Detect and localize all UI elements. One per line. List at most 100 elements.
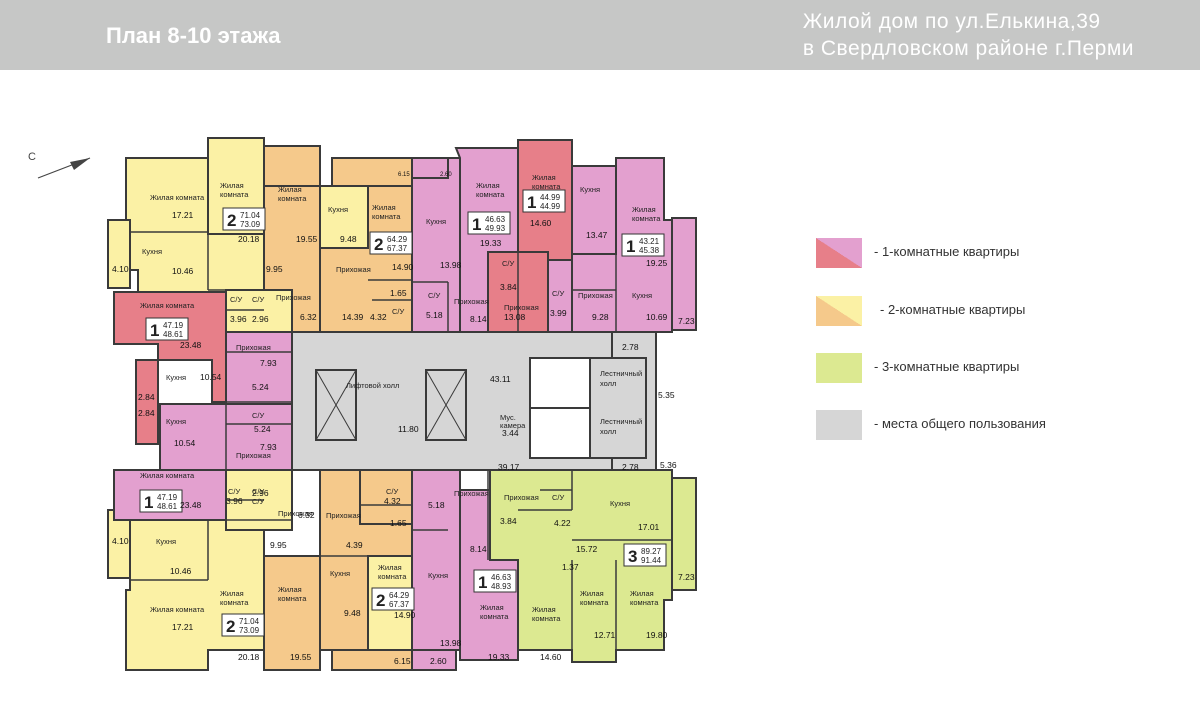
address-line-1: Жилой дом по ул.Елькина,39 bbox=[802, 10, 1101, 33]
svg-text:1: 1 bbox=[478, 573, 487, 592]
svg-text:С/У: С/У bbox=[252, 487, 265, 496]
svg-text:С/У: С/У bbox=[552, 289, 565, 298]
room-labels: Жилая комната Жилая комната Жилая комнат… bbox=[140, 173, 661, 623]
svg-text:48.61: 48.61 bbox=[157, 502, 178, 511]
svg-text:холл: холл bbox=[600, 379, 616, 388]
svg-text:14.90: 14.90 bbox=[394, 610, 416, 620]
svg-text:Прихожая: Прихожая bbox=[236, 343, 271, 352]
svg-text:2.96: 2.96 bbox=[252, 488, 269, 498]
svg-text:4.10: 4.10 bbox=[112, 536, 129, 546]
svg-text:6.15: 6.15 bbox=[398, 172, 410, 178]
svg-text:44.99: 44.99 bbox=[540, 202, 561, 211]
svg-text:17.21: 17.21 bbox=[172, 622, 194, 632]
svg-text:15.72: 15.72 bbox=[576, 544, 598, 554]
svg-text:С/У: С/У bbox=[252, 497, 265, 506]
svg-text:комната: комната bbox=[630, 598, 659, 607]
compass-label: С bbox=[28, 151, 36, 163]
legend-common: - места общего пользования bbox=[816, 410, 1116, 442]
svg-text:89.27: 89.27 bbox=[641, 547, 662, 556]
svg-text:73.09: 73.09 bbox=[240, 220, 261, 229]
svg-text:19.55: 19.55 bbox=[290, 652, 312, 662]
svg-text:13.08: 13.08 bbox=[504, 312, 526, 322]
stairs-1 bbox=[529, 357, 591, 409]
svg-text:4.22: 4.22 bbox=[554, 518, 571, 528]
page-title: План 8-10 этажа bbox=[106, 23, 281, 48]
svg-text:комната: комната bbox=[632, 214, 661, 223]
svg-text:6.32: 6.32 bbox=[300, 312, 317, 322]
legend-swatch-two-room bbox=[816, 296, 862, 326]
svg-text:48.93: 48.93 bbox=[491, 582, 512, 591]
svg-text:9.95: 9.95 bbox=[270, 540, 287, 550]
svg-text:11.80: 11.80 bbox=[398, 424, 419, 434]
svg-text:Прихожая: Прихожая bbox=[336, 265, 371, 274]
apt-br1 bbox=[489, 469, 673, 663]
svg-text:Кухня: Кухня bbox=[330, 569, 350, 578]
svg-text:2: 2 bbox=[226, 617, 235, 636]
svg-text:Жилая: Жилая bbox=[220, 589, 244, 598]
svg-text:4.39: 4.39 bbox=[346, 540, 363, 550]
svg-text:4.32: 4.32 bbox=[384, 496, 401, 506]
header-bar: План 8-10 этажа Жилой дом по ул.Елькина,… bbox=[0, 0, 1200, 70]
svg-text:3.44: 3.44 bbox=[502, 428, 519, 438]
svg-text:1: 1 bbox=[144, 493, 153, 512]
svg-text:1.65: 1.65 bbox=[390, 518, 407, 528]
svg-text:2: 2 bbox=[374, 235, 383, 254]
legend-label-two-room: - 2-комнатные квартиры bbox=[880, 302, 1026, 317]
svg-text:Кухня: Кухня bbox=[610, 499, 630, 508]
svg-text:1: 1 bbox=[150, 321, 159, 340]
svg-text:9.48: 9.48 bbox=[340, 234, 357, 244]
svg-text:комната: комната bbox=[480, 612, 509, 621]
svg-text:комната: комната bbox=[378, 572, 407, 581]
svg-text:64.29: 64.29 bbox=[389, 591, 410, 600]
svg-text:71.04: 71.04 bbox=[240, 211, 261, 220]
svg-text:17.21: 17.21 bbox=[172, 210, 194, 220]
svg-text:91.44: 91.44 bbox=[641, 556, 662, 565]
stairs-2 bbox=[529, 407, 591, 459]
svg-text:комната: комната bbox=[532, 182, 561, 191]
svg-text:Прихожая: Прихожая bbox=[578, 291, 613, 300]
legend-label-three-room: - 3-комнатные квартиры bbox=[874, 359, 1020, 374]
svg-text:1.65: 1.65 bbox=[390, 288, 407, 298]
svg-text:3.84: 3.84 bbox=[500, 282, 517, 292]
svg-text:С/У: С/У bbox=[386, 487, 399, 496]
svg-text:2.78: 2.78 bbox=[622, 342, 639, 352]
svg-text:2: 2 bbox=[376, 591, 385, 610]
svg-text:19.25: 19.25 bbox=[646, 258, 668, 268]
svg-text:3.84: 3.84 bbox=[500, 516, 517, 526]
legend-label-one-room: - 1-комнатные квартиры bbox=[874, 244, 1020, 259]
svg-text:комната: комната bbox=[476, 190, 505, 199]
svg-text:7.23: 7.23 bbox=[678, 316, 695, 326]
svg-text:Кухня: Кухня bbox=[166, 373, 186, 382]
svg-text:камера: камера bbox=[500, 421, 526, 430]
svg-text:комната: комната bbox=[372, 212, 401, 221]
svg-text:Жилая: Жилая bbox=[630, 589, 654, 598]
svg-text:20.18: 20.18 bbox=[238, 652, 260, 662]
legend-swatch-common bbox=[816, 410, 862, 440]
svg-text:5.36: 5.36 bbox=[660, 460, 677, 470]
svg-text:3.99: 3.99 bbox=[550, 308, 567, 318]
svg-text:Кухня: Кухня bbox=[142, 247, 162, 256]
svg-text:Жилая: Жилая bbox=[580, 589, 604, 598]
svg-text:Лифтовой холл: Лифтовой холл bbox=[346, 381, 399, 390]
svg-text:10.46: 10.46 bbox=[170, 566, 192, 576]
legend-three-room: - 3-комнатные квартиры bbox=[816, 353, 1116, 385]
svg-text:9.48: 9.48 bbox=[344, 608, 361, 618]
address-block: Жилой дом по ул.Елькина,39 в Свердловско… bbox=[803, 8, 1134, 62]
svg-text:Жилая: Жилая bbox=[532, 173, 556, 182]
svg-text:3.96: 3.96 bbox=[230, 314, 247, 324]
svg-text:Жилая: Жилая bbox=[632, 205, 656, 214]
svg-text:2.60: 2.60 bbox=[440, 172, 452, 178]
svg-text:14.39: 14.39 bbox=[342, 312, 364, 322]
svg-text:10.69: 10.69 bbox=[646, 312, 668, 322]
svg-text:С/У: С/У bbox=[428, 291, 441, 300]
svg-text:10.54: 10.54 bbox=[174, 438, 196, 448]
svg-text:Прихожая: Прихожая bbox=[454, 297, 489, 306]
svg-text:Жилая: Жилая bbox=[378, 563, 402, 572]
svg-text:5.35: 5.35 bbox=[658, 390, 675, 400]
svg-text:43.21: 43.21 bbox=[639, 237, 660, 246]
